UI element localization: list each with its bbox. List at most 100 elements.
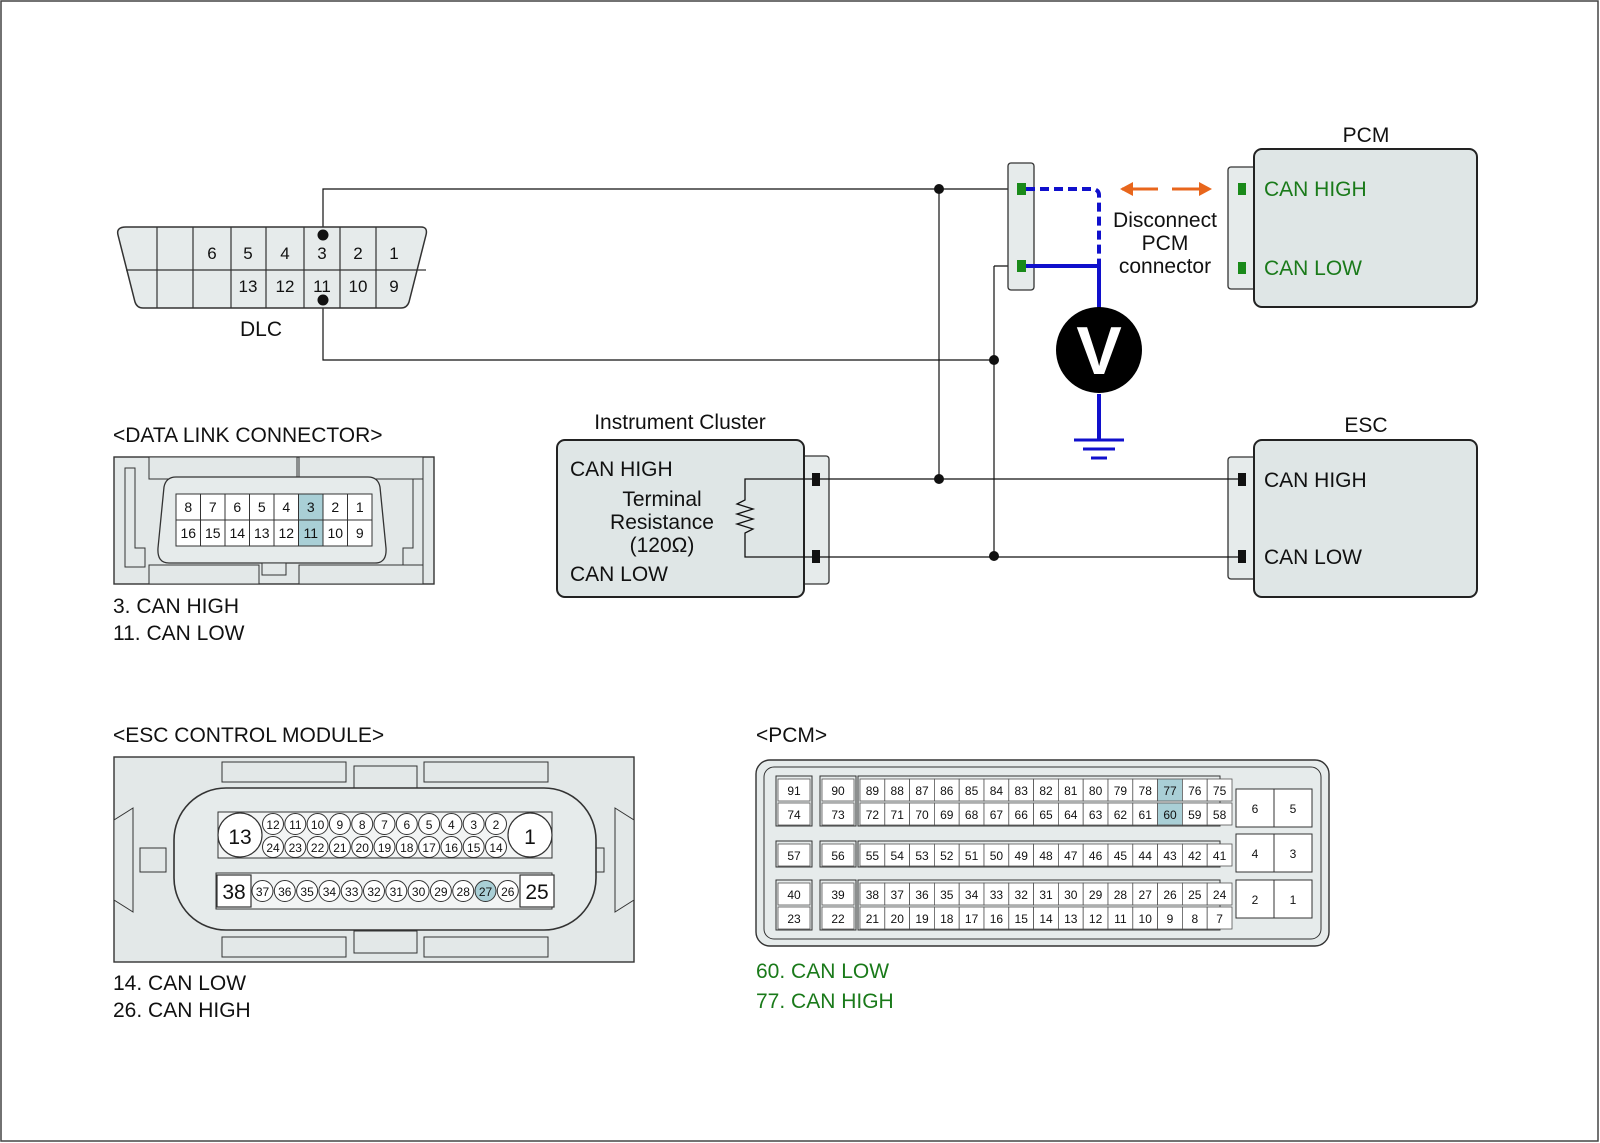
cluster-can-low-label: CAN LOW	[570, 563, 668, 586]
dlc-connector-pin-4: 4	[282, 499, 290, 515]
pcm-pin-cell	[777, 882, 811, 906]
open-circuit-lead	[1026, 187, 1101, 266]
disconnect-arrows	[1120, 182, 1212, 196]
dlc-connector-pin-9: 9	[356, 525, 364, 541]
pcm-pin-59: 59	[1188, 808, 1202, 822]
esc-pin-1: 1	[524, 826, 536, 849]
dlc-connector-pin-11: 11	[303, 525, 318, 541]
dlc-connector-pin-cell	[200, 519, 226, 547]
esc-pin-5: 5	[426, 818, 433, 832]
pcm-pin-8: 8	[1191, 912, 1198, 926]
dlc-connector-title: <DATA LINK CONNECTOR>	[113, 424, 383, 447]
dlc-legend-2: 11. CAN LOW	[113, 622, 245, 645]
pcm-pin-2: 2	[1252, 893, 1259, 907]
esc-pin-14: 14	[489, 841, 503, 855]
esc-pin-2: 2	[493, 818, 500, 832]
esc-pin-20: 20	[356, 841, 370, 855]
esc-can-high-pin	[1238, 473, 1246, 486]
cluster-can-high-label: CAN HIGH	[570, 458, 673, 481]
can-high-wire-dlc	[322, 188, 1018, 235]
disconnect-note-line3: connector	[1119, 255, 1211, 278]
pcm-legend-1: 60. CAN LOW	[756, 960, 889, 983]
pcm-pin-73: 73	[831, 808, 845, 822]
pcm-pin-27: 27	[1139, 888, 1153, 902]
pcm-pin-78: 78	[1139, 784, 1153, 798]
esc-legend-1: 14. CAN LOW	[113, 972, 246, 995]
pcm-pin-32: 32	[1015, 888, 1029, 902]
dlc-connector-pin-5: 5	[258, 499, 266, 515]
pcm-pin-cell	[1206, 906, 1233, 930]
pcm-pin-21: 21	[866, 912, 880, 926]
esc-pin-9: 9	[337, 818, 344, 832]
pcm-pin-cell	[1206, 882, 1233, 906]
esc-pin-19: 19	[378, 841, 392, 855]
pcm-pin-22: 22	[831, 912, 845, 926]
pcm-pin-25: 25	[1188, 888, 1202, 902]
pcm-box	[1253, 148, 1478, 308]
pcm-pin-23: 23	[787, 912, 801, 926]
esc-module: ESC CAN HIGH CAN LOW	[1227, 414, 1478, 598]
can-low-wire-dlc	[322, 300, 994, 361]
pcm-pin-81: 81	[1064, 784, 1078, 798]
pcm-pin-80: 80	[1089, 784, 1103, 798]
esc-pin-21: 21	[333, 841, 347, 855]
pcm-pin-55: 55	[866, 849, 880, 863]
esc-pin-27: 27	[479, 885, 493, 899]
esc-title: ESC	[1344, 414, 1387, 437]
pcm-pin-47: 47	[1064, 849, 1078, 863]
dlc-pin-6: 6	[207, 244, 216, 263]
pcm-pin-46: 46	[1089, 849, 1103, 863]
dlc-connector-pin-10: 10	[327, 525, 343, 541]
pcm-title: PCM	[1343, 124, 1390, 147]
dlc-pin-13: 13	[239, 277, 258, 296]
can-bus-wiring	[322, 184, 1238, 561]
dlc-connector-pin-cell	[347, 519, 373, 547]
pcm-pin-4: 4	[1252, 847, 1259, 861]
esc-pin-15: 15	[467, 841, 481, 855]
pcm-pin-90: 90	[831, 784, 845, 798]
pcm-pin-49: 49	[1015, 849, 1029, 863]
pcm-pin-cell	[777, 802, 811, 826]
disconnect-note-line1: Disconnect	[1113, 209, 1217, 232]
dlc-connector-pin-cell	[298, 493, 324, 521]
dlc-connector-pin-14: 14	[229, 525, 245, 541]
esc-pin-29: 29	[434, 885, 448, 899]
pcm-pin-51: 51	[965, 849, 979, 863]
pcm-pin-10: 10	[1139, 912, 1153, 926]
pcm-pin-cell	[777, 778, 811, 802]
pcm-pin-75: 75	[1213, 784, 1227, 798]
pcm-pin-28: 28	[1114, 888, 1128, 902]
can-low-lead	[1026, 264, 1101, 310]
esc-can-high-label: CAN HIGH	[1264, 469, 1367, 492]
dlc-connector-pin-7: 7	[209, 499, 217, 515]
pcm-pin-64: 64	[1064, 808, 1078, 822]
esc-pin-13: 13	[228, 826, 251, 849]
pcm-connector-title: <PCM>	[756, 724, 827, 747]
dlc-pin-10: 10	[349, 277, 368, 296]
voltmeter-leads	[1026, 187, 1124, 460]
pcm-pin-34: 34	[965, 888, 979, 902]
dlc-connector-pin-cell	[273, 519, 299, 547]
pcm-can-low-label: CAN LOW	[1264, 257, 1362, 280]
dlc-connector-pin-1: 1	[356, 499, 364, 515]
pcm-pin-3: 3	[1290, 847, 1297, 861]
pcm-can-high-pin	[1238, 183, 1246, 195]
pcm-pin-50: 50	[990, 849, 1004, 863]
esc-pin-33: 33	[345, 885, 359, 899]
pcm-pin-7: 7	[1216, 912, 1223, 926]
pcm-pin-cell	[821, 778, 855, 802]
esc-pin-11: 11	[289, 818, 302, 832]
pcm-pin-cell	[821, 906, 855, 930]
pcm-pin-44: 44	[1139, 849, 1153, 863]
dlc-connector-pin-6: 6	[233, 499, 241, 515]
pcm-pin-45: 45	[1114, 849, 1128, 863]
pcm-pin-71: 71	[891, 808, 905, 822]
pcm-pin-31: 31	[1039, 888, 1053, 902]
pcm-harness-connector	[1007, 162, 1035, 291]
voltmeter: V	[1056, 307, 1142, 393]
pcm-pin-cell	[821, 843, 855, 867]
pcm-pin-1: 1	[1290, 893, 1297, 907]
